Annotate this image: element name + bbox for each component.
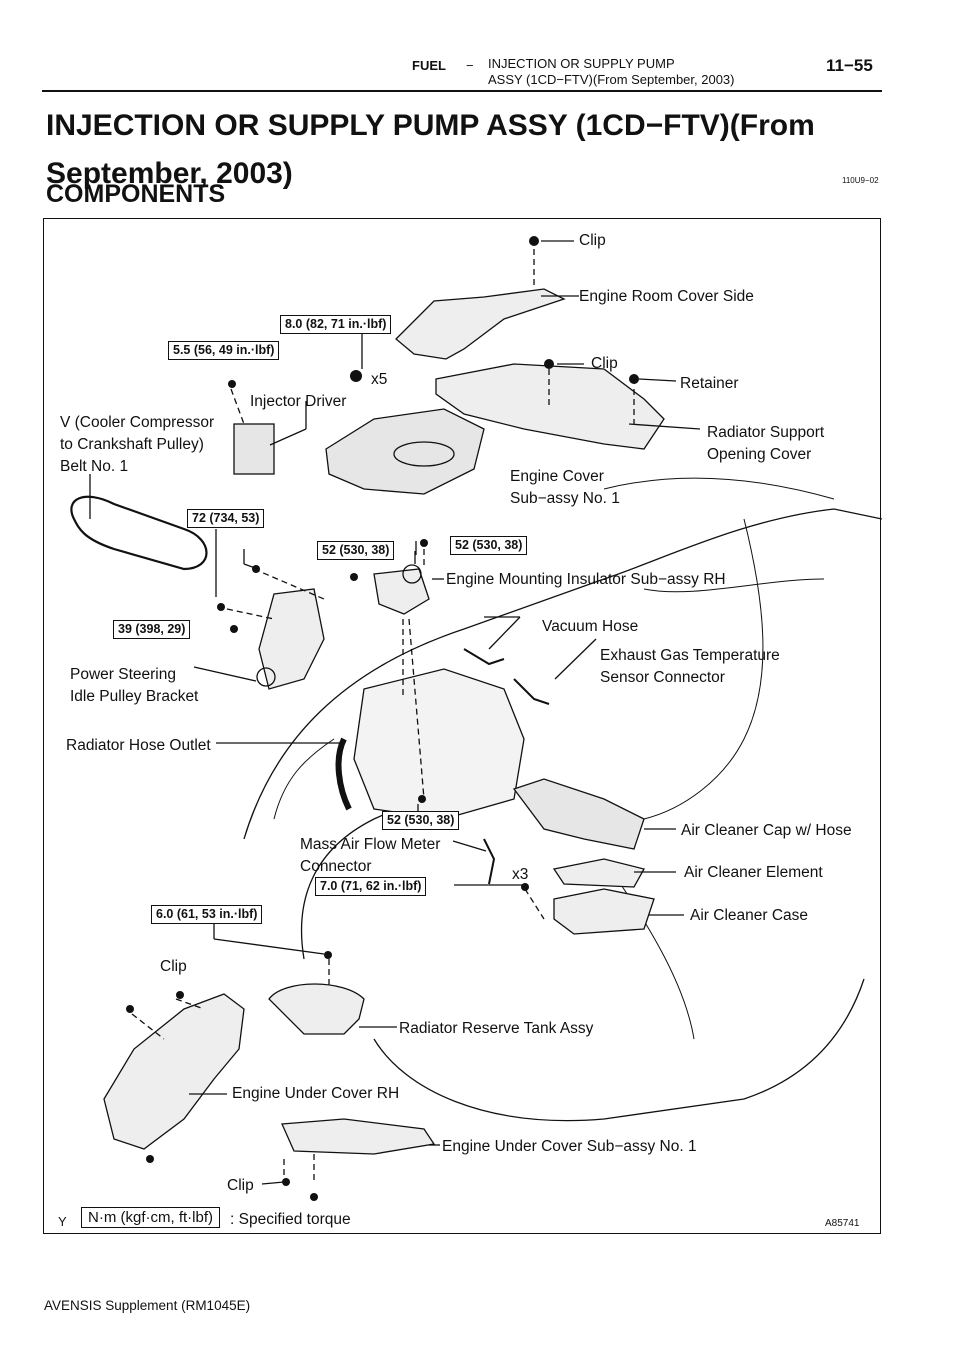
label-air-cleaner-element: Air Cleaner Element [684,864,823,881]
legend-specified-torque: : Specified torque [230,1211,351,1228]
label-x3: x3 [512,866,529,883]
label-clip-mid: Clip [591,355,618,372]
label-exhaust-gas-line2: Sensor Connector [600,669,725,686]
label-clip-bottom: Clip [227,1177,254,1194]
label-clip-lower: Clip [160,958,187,975]
label-reserve-tank: Radiator Reserve Tank Assy [399,1020,594,1037]
page-title: INJECTION OR SUPPLY PUMP ASSY (1CD−FTV)(… [46,109,815,190]
label-maf-line2: Connector [300,858,372,875]
label-mounting-insulator: Engine Mounting Insulator Sub−assy RH [446,571,726,588]
page-number: 11−55 [826,56,873,75]
label-air-cleaner-case: Air Cleaner Case [690,907,809,924]
figure-code: 110U9−02 [842,176,879,185]
torque-spec-8-0: 8.0 (82, 71 in.·lbf) [280,315,392,334]
label-engine-room-cover-side: Engine Room Cover Side [579,288,754,305]
label-radiator-support-line2: Opening Cover [707,446,812,463]
footer-manual-ref: AVENSIS Supplement (RM1045E) [44,1298,251,1313]
label-vacuum-hose: Vacuum Hose [542,618,639,635]
components-diagram: Clip Engine Room Cover Side Clip Retaine… [43,218,882,1234]
label-v-belt-line3: Belt No. 1 [60,458,129,475]
label-exhaust-gas-line1: Exhaust Gas Temperature [600,647,780,664]
label-air-cleaner-cap: Air Cleaner Cap w/ Hose [681,822,852,839]
figure-id: A85741 [825,1218,860,1229]
label-maf-line1: Mass Air Flow Meter [300,836,441,853]
torque-spec-7-0: 7.0 (71, 62 in.·lbf) [315,877,427,896]
header-section: FUEL [412,58,446,73]
label-under-cover-no1: Engine Under Cover Sub−assy No. 1 [442,1138,697,1155]
header-topic-line1: INJECTION OR SUPPLY PUMP [488,56,675,71]
label-retainer: Retainer [680,375,739,392]
header-dash: − [466,58,474,73]
label-ps-idle-line2: Idle Pulley Bracket [70,688,199,705]
label-engine-cover-line2: Sub−assy No. 1 [510,490,620,507]
torque-spec-39: 39 (398, 29) [113,620,191,639]
diagram-artwork [70,236,882,1201]
label-engine-cover-line1: Engine Cover [510,468,604,485]
label-clip-top: Clip [579,232,606,249]
torque-spec-72: 72 (734, 53) [187,509,265,528]
label-v-belt-line1: V (Cooler Compressor [60,414,215,431]
torque-spec-52-right: 52 (530, 38) [450,536,528,555]
figure-corner-letter: Y [58,1214,67,1229]
label-x5: x5 [371,371,388,388]
torque-spec-52-lower: 52 (530, 38) [382,811,460,830]
legend-torque-unit: N·m (kgf·cm, ft·lbf) [81,1207,220,1228]
header-topic-line2: ASSY (1CD−FTV)(From September, 2003) [488,72,735,87]
torque-spec-5-5: 5.5 (56, 49 in.·lbf) [168,341,280,360]
label-injector-driver: Injector Driver [250,393,347,410]
header-rule [42,90,882,92]
label-under-cover-rh: Engine Under Cover RH [232,1085,400,1102]
label-radiator-hose-outlet: Radiator Hose Outlet [66,737,211,754]
section-subtitle: COMPONENTS [46,180,226,208]
label-v-belt-line2: to Crankshaft Pulley) [60,436,204,453]
torque-spec-52-left: 52 (530, 38) [317,541,395,560]
label-radiator-support-line1: Radiator Support [707,424,825,441]
label-ps-idle-line1: Power Steering [70,666,176,683]
torque-spec-6-0: 6.0 (61, 53 in.·lbf) [151,905,263,924]
